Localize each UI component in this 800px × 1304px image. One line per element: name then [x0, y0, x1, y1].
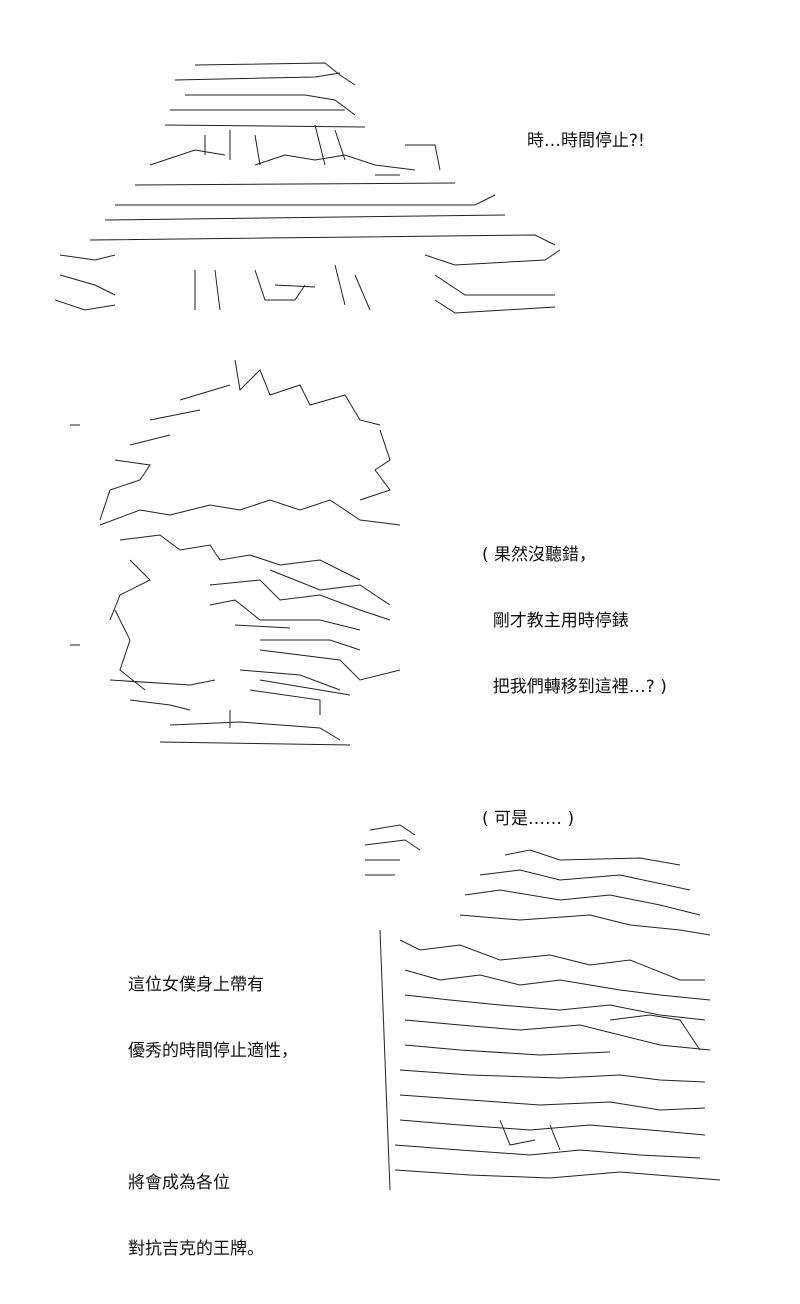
- panel-1-dialogue: 時…時間停止?!: [527, 131, 645, 151]
- panel-2-line: ( 可是…… ): [482, 809, 575, 829]
- panel-2-dialogue: ( 果然沒聽錯， 剛才教主用時停錶 把我們轉移到這裡…? ) ( 可是…… ): [482, 500, 667, 874]
- panel-3-line: 對抗吉克的王牌。: [128, 1239, 264, 1259]
- ascii-art-maid-figure-icon: [360, 820, 730, 1190]
- panel-3-line: 這位女僕身上帶有: [128, 975, 264, 995]
- panel-3-line: 將會成為各位: [128, 1173, 230, 1193]
- panel-3: 這位女僕身上帶有 優秀的時間停止適性， 將會成為各位 對抗吉克的王牌。: [0, 800, 800, 1259]
- panel-2-line: 把我們轉移到這裡…? ): [482, 677, 667, 697]
- panel-2-line: 剛才教主用時停錶: [482, 611, 629, 631]
- panel-1: 時…時間停止?!: [0, 0, 800, 330]
- panel-2: ( 果然沒聽錯， 剛才教主用時停錶 把我們轉移到這裡…? ) ( 可是…… ): [0, 340, 800, 829]
- panel-3-line: 優秀的時間停止適性，: [128, 1041, 298, 1061]
- ascii-art-group-of-figures-icon: [55, 55, 565, 315]
- panel-2-line: [482, 742, 667, 764]
- panel-3-dialogue: 這位女僕身上帶有 優秀的時間停止適性， 將會成為各位 對抗吉克的王牌。: [128, 930, 298, 1304]
- ascii-art-spiky-haired-character-icon: [60, 350, 430, 750]
- panel-2-line: ( 果然沒聽錯，: [482, 545, 597, 565]
- panel-3-line: [128, 1106, 298, 1128]
